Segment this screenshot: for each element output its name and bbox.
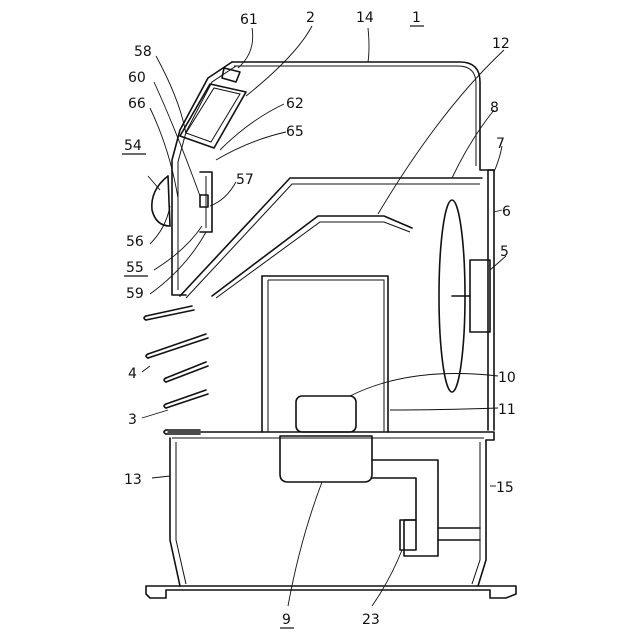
label-65: 65 <box>286 124 304 140</box>
label-57: 57 <box>236 172 254 188</box>
label-4: 4 <box>128 366 137 382</box>
upper-housing <box>232 62 494 430</box>
label-54: 54 <box>124 138 142 154</box>
label-10: 10 <box>498 370 516 386</box>
label-62: 62 <box>286 96 304 112</box>
label-6: 6 <box>502 204 511 220</box>
label-8: 8 <box>490 100 499 116</box>
label-58: 58 <box>134 44 152 60</box>
label-14: 14 <box>356 10 374 26</box>
label-13: 13 <box>124 472 142 488</box>
leader-lines <box>142 26 506 606</box>
label-15: 15 <box>496 480 514 496</box>
label-61: 61 <box>240 12 258 28</box>
label-66: 66 <box>128 96 146 112</box>
label-7: 7 <box>496 136 505 152</box>
label-55: 55 <box>126 260 144 276</box>
base-body <box>146 432 516 598</box>
label-12: 12 <box>492 36 510 52</box>
label-60: 60 <box>128 70 146 86</box>
label-5: 5 <box>500 244 509 260</box>
label-56: 56 <box>126 234 144 250</box>
label-9: 9 <box>282 612 291 628</box>
label-2: 2 <box>306 10 315 26</box>
label-3: 3 <box>128 412 137 428</box>
fuel-tank <box>280 436 480 556</box>
burner-wick <box>296 396 356 432</box>
label-1: 1 <box>412 10 421 26</box>
label-59: 59 <box>126 286 144 302</box>
label-23: 23 <box>362 612 380 628</box>
reference-labels: 1 2 14 61 12 58 60 66 62 8 65 54 7 57 6 … <box>122 10 516 628</box>
label-11: 11 <box>498 402 516 418</box>
front-panel <box>172 62 246 295</box>
fan <box>439 200 490 392</box>
combustion-cylinder <box>262 276 388 432</box>
